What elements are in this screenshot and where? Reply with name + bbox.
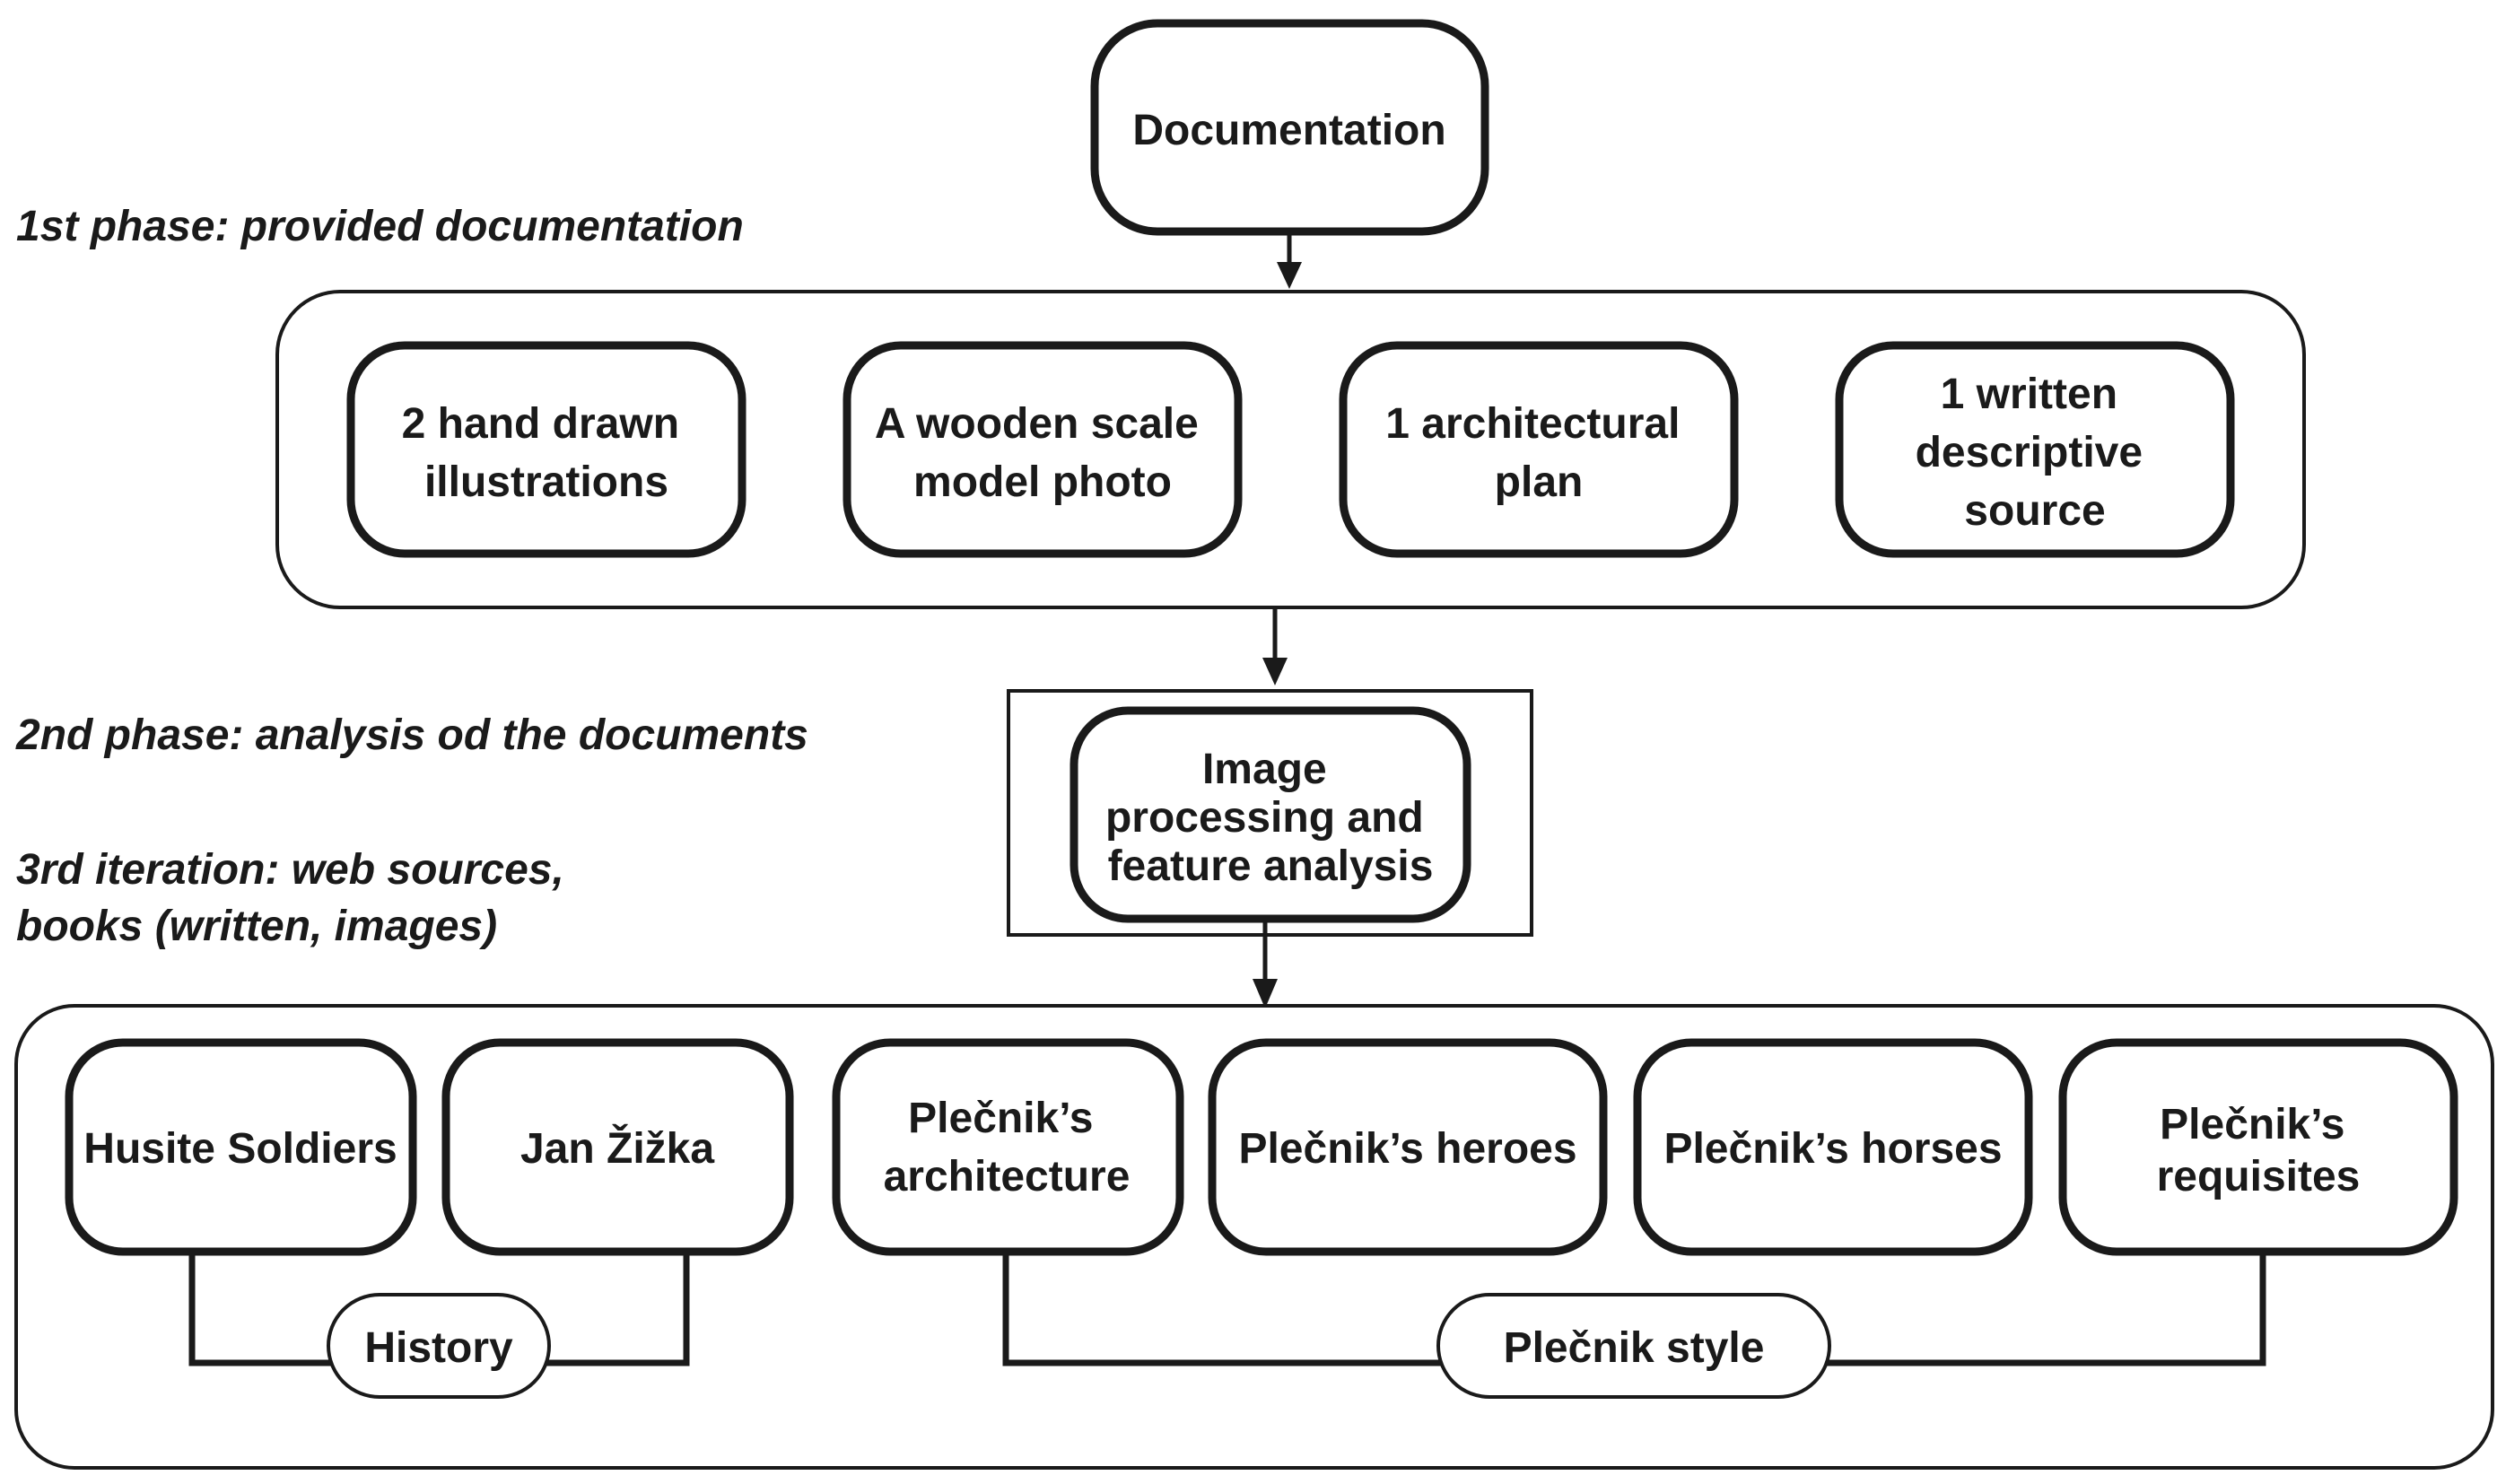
plecnik-style-pill xyxy=(1436,1293,1831,1399)
written-source-node xyxy=(1835,341,2235,558)
documentation-label: Documentation xyxy=(1132,107,1445,154)
plecnik-requisites-label: Plečnik’s requisites xyxy=(2157,1101,2361,1200)
image-processing-label: Image processing and feature analysis xyxy=(1105,746,1436,890)
plecnik-heroes-label: Plečnik’s heroes xyxy=(1238,1125,1576,1173)
hand-drawn-label: 2 hand drawn illustrations xyxy=(402,400,692,506)
jan-zizka-node xyxy=(441,1038,794,1256)
phase-3-label-line2: books (written, images) xyxy=(16,903,497,950)
wooden-model-node xyxy=(843,341,1243,558)
arch-plan-node xyxy=(1339,341,1739,558)
plecnik-heroes-node xyxy=(1208,1038,1608,1256)
husite-soldiers-node xyxy=(65,1038,417,1256)
plecnik-style-label: Plečnik style xyxy=(1504,1324,1765,1372)
history-pill xyxy=(327,1293,551,1399)
plecnik-architecture-node xyxy=(832,1038,1184,1256)
arrow-phase1-to-phase2 xyxy=(1262,607,1288,685)
husite-soldiers-label: Husite Soldiers xyxy=(83,1125,397,1173)
jan-zizka-label: Jan Žižka xyxy=(520,1123,714,1173)
arch-plan-label: 1 architectural plan xyxy=(1385,400,1692,506)
written-source-label: 1 written descriptive source xyxy=(1916,371,2155,535)
phase1-container xyxy=(275,290,2306,609)
phase-2-label: 2nd phase: analysis od the documents xyxy=(15,711,808,759)
arrow-doc-to-phase1 xyxy=(1277,231,1302,289)
phase-3-label-line1: 3rd iteration: web sources, xyxy=(16,846,564,894)
plecnik-architecture-label: Plečnik’s architecture xyxy=(884,1095,1131,1200)
image-processing-node xyxy=(1070,706,1471,923)
hand-drawn-node xyxy=(346,341,746,558)
history-label: History xyxy=(364,1324,513,1372)
phase-1-label: 1st phase: provided documentation xyxy=(16,203,744,250)
plecnik-requisites-node xyxy=(2058,1038,2458,1256)
wooden-model-label: A wooden scale model photo xyxy=(875,400,1210,506)
plecnik-horses-node xyxy=(1633,1038,2033,1256)
arrow-phase2-to-phase3 xyxy=(1253,919,1278,1008)
plecnik-horses-label: Plečnik’s horses xyxy=(1663,1125,2002,1173)
